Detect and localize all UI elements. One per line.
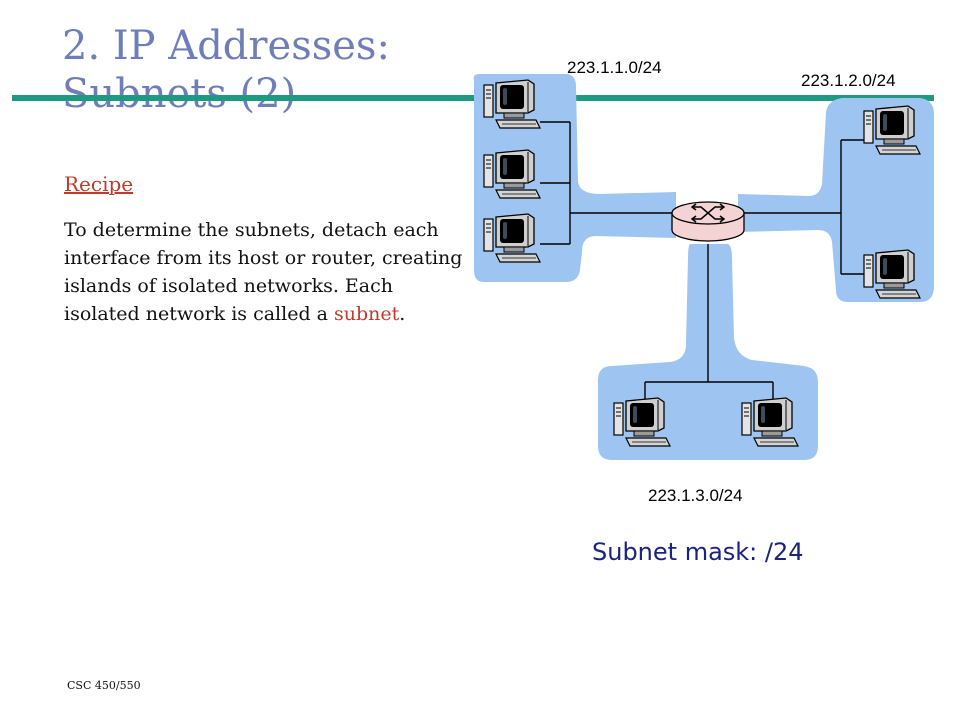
recipe-heading: Recipe [64, 172, 134, 196]
router-icon [671, 201, 745, 242]
subnet-1-label: 223.1.1.0/24 [567, 58, 662, 77]
subnet-2-label: 223.1.2.0/24 [801, 71, 896, 90]
subnet-term: subnet [334, 303, 400, 325]
slide-title: 2. IP Addresses: Subnets (2) [62, 23, 390, 117]
course-footer: CSC 450/550 [67, 679, 141, 692]
description-text: To determine the subnets, detach each in… [64, 219, 463, 325]
title-underline [12, 95, 934, 101]
recipe-description: To determine the subnets, detach each in… [64, 216, 464, 328]
description-end: . [399, 303, 406, 325]
subnet-mask-label: Subnet mask: /24 [592, 538, 804, 566]
subnet-3-label: 223.1.3.0/24 [648, 486, 743, 505]
